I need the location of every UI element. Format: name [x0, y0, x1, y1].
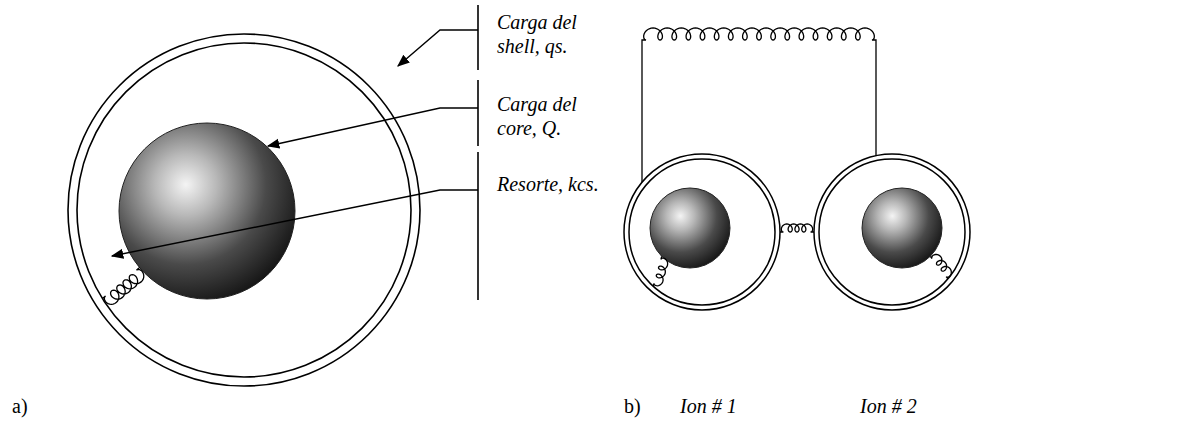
ion-circle: Ion # 1: [622, 152, 782, 312]
shell-inner: [77, 43, 411, 377]
shell-outer: [68, 34, 420, 386]
spring-connector: [642, 28, 876, 182]
ion-circle: Ion # 2: [812, 152, 972, 312]
leader-line: [398, 30, 478, 66]
ion-outline: [812, 152, 972, 312]
leader-line: [112, 190, 478, 256]
bracket-line: [477, 152, 479, 300]
ion-label: Ion # 2: [860, 394, 917, 418]
panel-letter: b): [624, 394, 664, 418]
leader-line: [268, 108, 478, 146]
ion-label: Ion # 1: [680, 394, 737, 418]
core-sphere: [119, 123, 295, 299]
spring-coil: [102, 268, 143, 305]
spring-coil: [653, 256, 667, 286]
spring-coil: [930, 254, 951, 279]
bracket-line: [477, 80, 479, 146]
core-shell-spring: [102, 268, 143, 305]
callout-label: Carga del shell, qs.: [497, 10, 607, 58]
ion-outline: [622, 152, 782, 312]
panel-letter: a): [12, 394, 52, 418]
callout-label: Carga del core, Q.: [497, 92, 607, 140]
callout-label: Resorte, kcs.: [497, 172, 607, 196]
bracket-line: [477, 5, 479, 70]
spring-connector: [780, 224, 814, 232]
